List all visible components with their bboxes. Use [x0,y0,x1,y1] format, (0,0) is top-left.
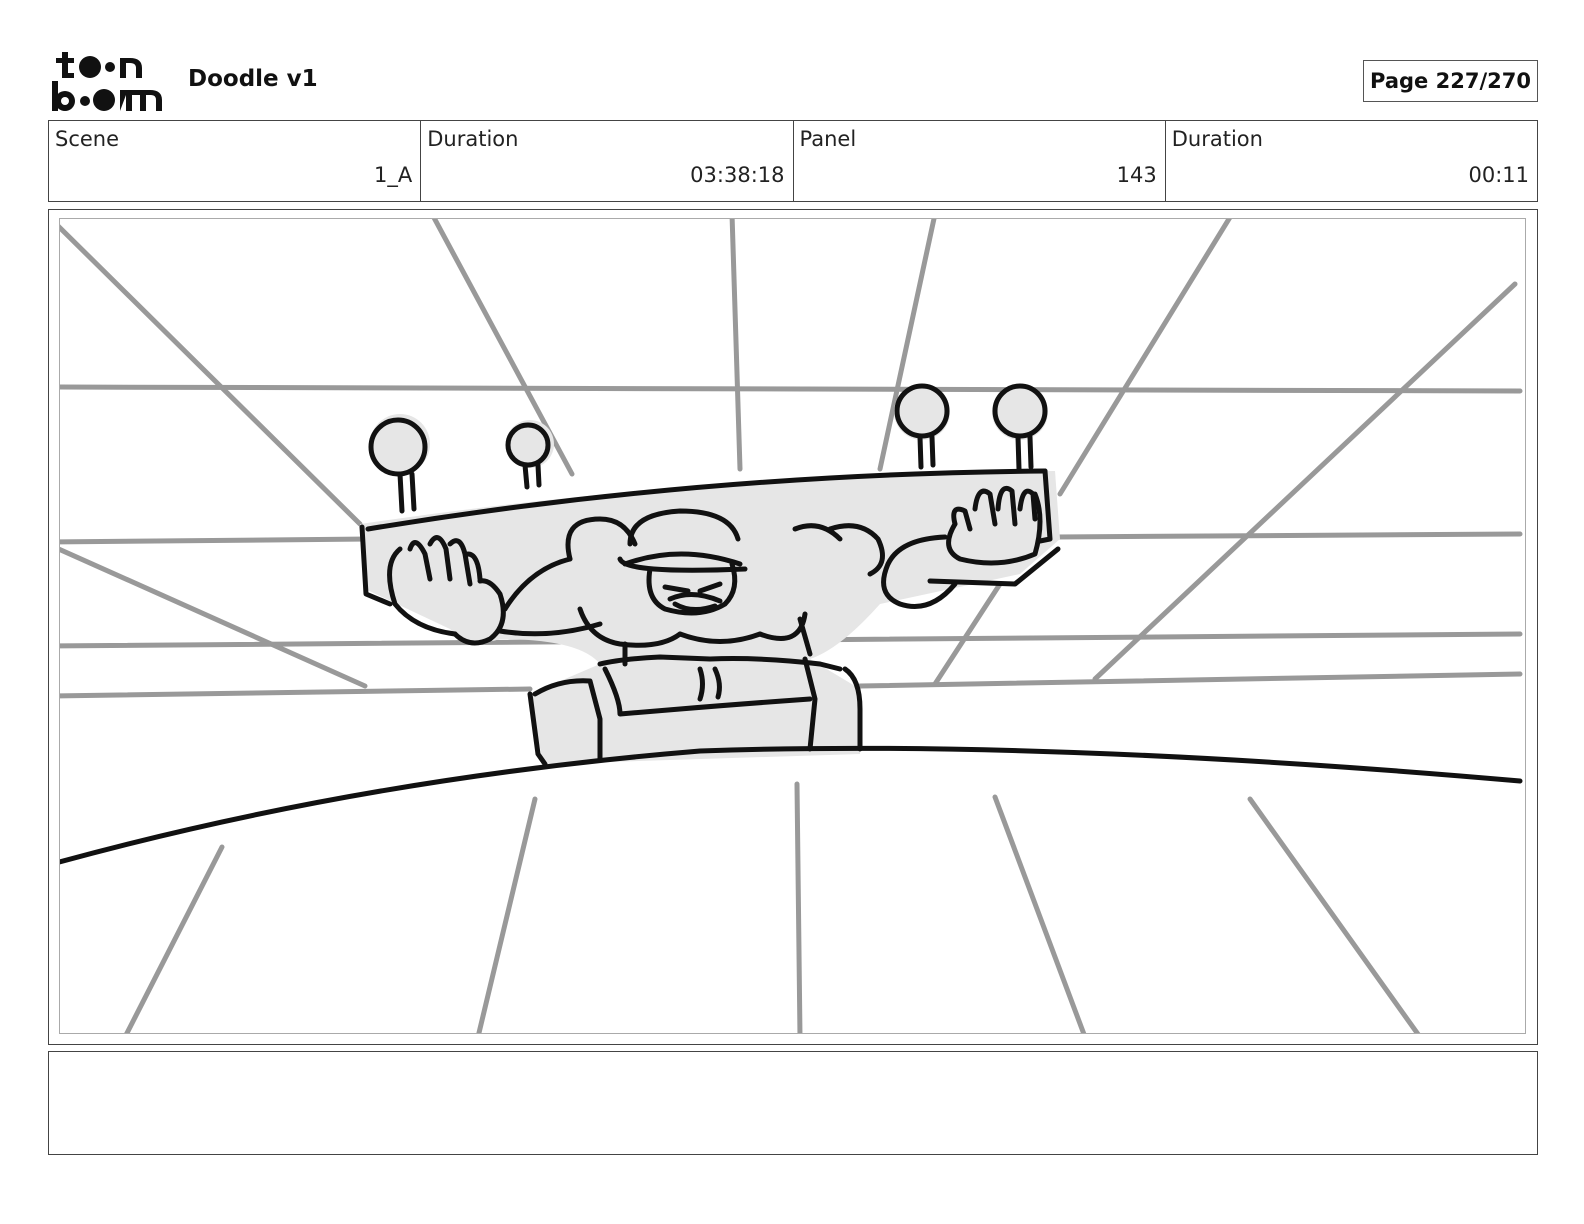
panel-info-table: Scene 1_A Duration 03:38:18 Panel 143 Du… [48,120,1538,202]
panel-cell: Panel 143 [792,121,1165,201]
project-title: Doodle v1 [188,66,318,92]
scene-label: Scene [55,127,120,151]
panel-label: Panel [799,127,857,151]
panel-duration-value: 00:11 [1468,163,1529,187]
storyboard-sketch [59,218,1526,1034]
panel-notes-box [48,1051,1538,1155]
scene-duration-label: Duration [427,127,519,151]
panel-duration-cell: Duration 00:11 [1164,121,1537,201]
scene-duration-value: 03:38:18 [690,163,785,187]
scene-cell: Scene 1_A [49,121,420,201]
panel-duration-label: Duration [1171,127,1263,151]
toon-boom-logo [50,48,166,114]
scene-value: 1_A [374,163,413,187]
sketch-image [60,219,1523,1033]
storyboard-panel [48,209,1538,1045]
scene-duration-cell: Duration 03:38:18 [420,121,792,201]
panel-value: 143 [1116,163,1157,187]
page-indicator: Page 227/270 [1363,60,1538,102]
toon-boom-logo-icon [52,52,162,111]
